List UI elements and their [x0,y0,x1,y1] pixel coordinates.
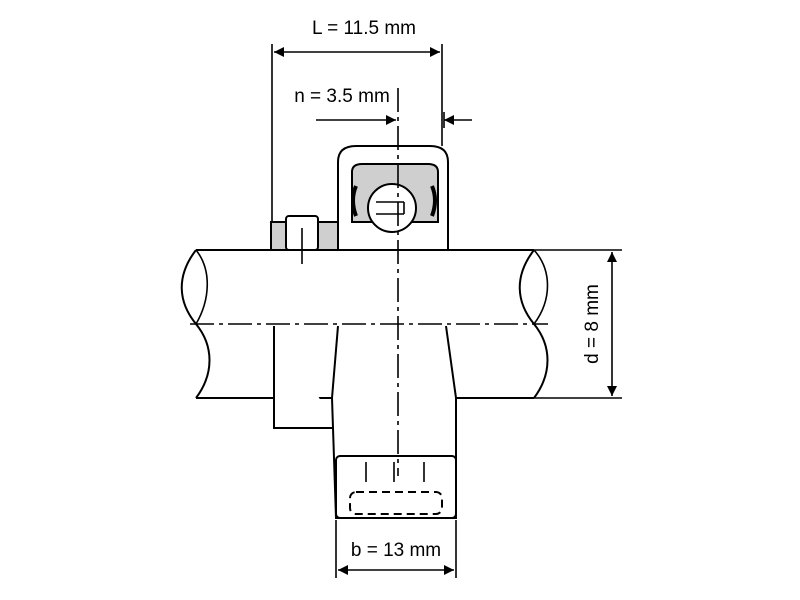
width-label: b = 13 mm [351,540,441,561]
length-label: L = 11.5 mm [312,18,416,39]
bearing-insert [270,145,449,251]
dimension-L [271,44,443,222]
mounting-slot [349,491,443,515]
ball [367,183,417,233]
ball-hatch [376,201,405,215]
center-lines [190,88,548,476]
foot-ribs [365,462,425,482]
dimension-d [534,249,622,399]
dimension-n [316,112,472,128]
dimension-b [335,520,457,578]
housing-flange [273,326,338,429]
diameter-label: d = 8 mm [582,284,603,364]
seal-left [351,185,358,217]
seal-right [430,185,437,217]
offset-label: n = 3.5 mm [294,86,390,107]
housing [273,325,457,519]
